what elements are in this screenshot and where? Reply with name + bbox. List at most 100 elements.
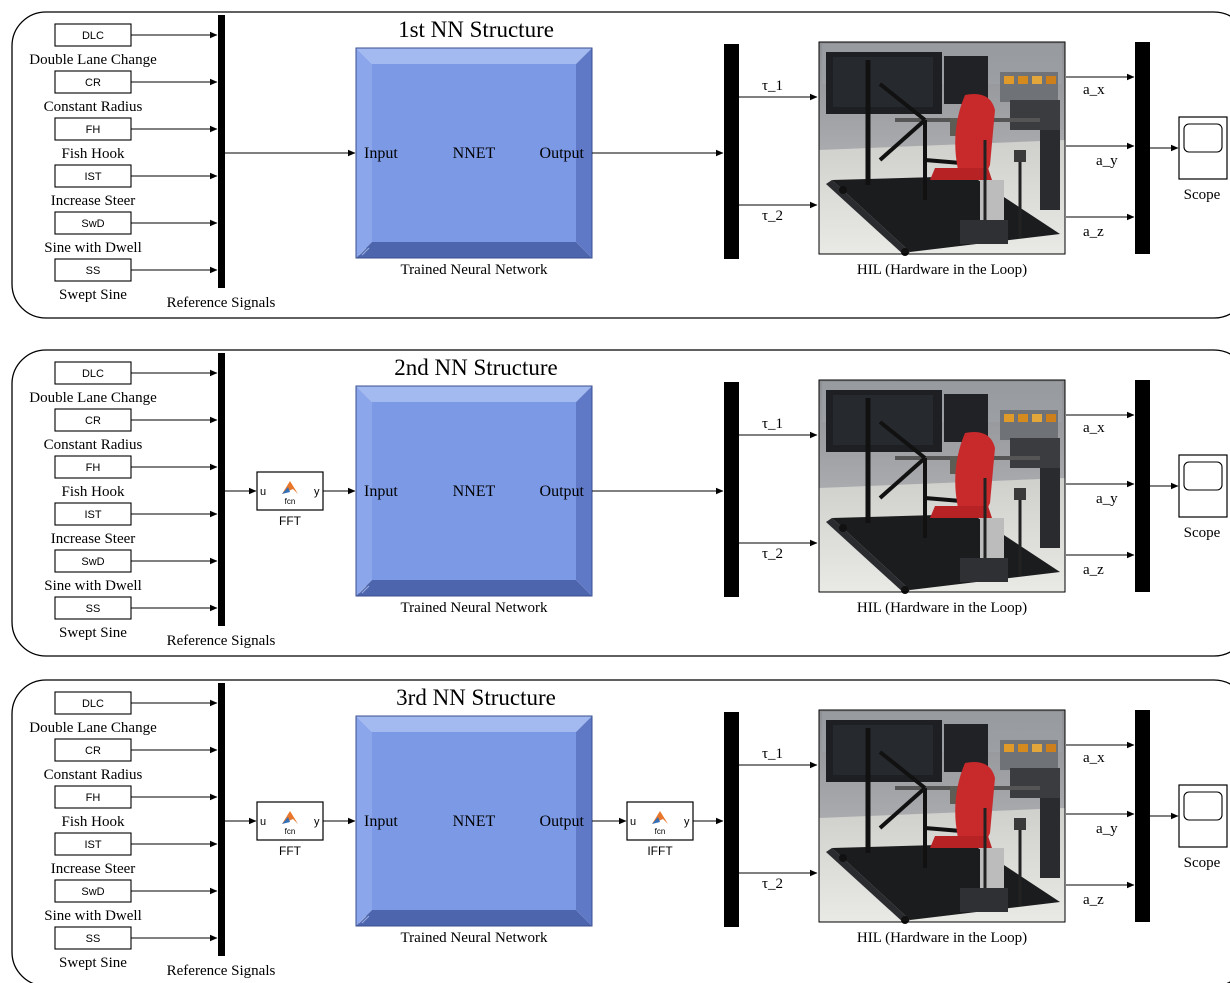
source-block-label: FH: [86, 124, 101, 136]
source-block-swd[interactable]: SwD: [54, 549, 218, 573]
panel-title: 3rd NN Structure: [396, 685, 556, 710]
torque-2-label: τ_2: [762, 876, 783, 892]
source-block-label: SwD: [81, 556, 104, 568]
hil-label: HIL (Hardware in the Loop): [857, 262, 1027, 278]
nnet-block[interactable]: Input NNET Output: [355, 385, 593, 597]
source-block-label: IST: [84, 509, 101, 521]
source-signal-name: Increase Steer: [51, 531, 136, 547]
nnet-label: Trained Neural Network: [401, 930, 548, 946]
source-block-label: IST: [84, 839, 101, 851]
source-block-fh[interactable]: FH: [54, 455, 218, 479]
torque-demux[interactable]: [724, 382, 739, 597]
nnet-input-port: Input: [364, 813, 398, 830]
mux-label: Reference Signals: [167, 963, 276, 979]
accel-x-label: a_x: [1083, 750, 1105, 766]
hil-label: HIL (Hardware in the Loop): [857, 600, 1027, 616]
fcn-name: fcn: [285, 497, 296, 506]
source-block-swd[interactable]: SwD: [54, 211, 218, 235]
torque-demux[interactable]: [724, 44, 739, 259]
source-block-cr[interactable]: CR: [54, 70, 218, 94]
source-signal-name: Constant Radius: [44, 767, 143, 783]
hil-photo[interactable]: [818, 379, 1066, 594]
source-signal-name: Fish Hook: [62, 814, 125, 830]
hil-photo[interactable]: [818, 709, 1066, 924]
source-block-cr[interactable]: CR: [54, 738, 218, 762]
source-block-cr[interactable]: CR: [54, 408, 218, 432]
nnet-block[interactable]: Input NNET Output: [355, 715, 593, 927]
source-block-fh[interactable]: FH: [54, 117, 218, 141]
source-signal-name: Double Lane Change: [29, 390, 157, 406]
scope-label: Scope: [1184, 187, 1221, 203]
acceleration-mux[interactable]: [1135, 710, 1150, 922]
fcn-in-port: u: [260, 486, 266, 498]
torque-demux[interactable]: [724, 712, 739, 927]
fcn-out-port: y: [314, 486, 320, 498]
acceleration-mux[interactable]: [1135, 42, 1150, 254]
source-block-label: SwD: [81, 886, 104, 898]
fcn-in-port: u: [260, 816, 266, 828]
panel-frame: [11, 349, 1230, 657]
source-block-ss[interactable]: SS: [54, 596, 218, 620]
fcn-label: FFT: [279, 844, 302, 858]
torque-1-label: τ_1: [762, 78, 783, 94]
source-signal-name: Sine with Dwell: [44, 240, 142, 256]
accel-y-label: a_y: [1096, 153, 1118, 169]
source-block-ist[interactable]: IST: [54, 164, 218, 188]
source-block-ss[interactable]: SS: [54, 926, 218, 950]
scope-block[interactable]: [1178, 784, 1228, 848]
source-signal-name: Swept Sine: [59, 625, 127, 641]
scope-block[interactable]: [1178, 454, 1228, 518]
source-block-label: SS: [86, 265, 101, 277]
accel-x-label: a_x: [1083, 420, 1105, 436]
nnet-input-port: Input: [364, 145, 398, 162]
source-signal-name: Sine with Dwell: [44, 908, 142, 924]
accel-y-label: a_y: [1096, 491, 1118, 507]
fcn-label: FFT: [279, 514, 302, 528]
source-block-label: DLC: [82, 368, 104, 380]
source-block-label: CR: [85, 745, 101, 757]
source-block-dlc[interactable]: DLC: [54, 23, 218, 47]
source-signal-name: Fish Hook: [62, 484, 125, 500]
torque-2-label: τ_2: [762, 546, 783, 562]
source-signal-name: Fish Hook: [62, 146, 125, 162]
reference-signals-mux[interactable]: [218, 683, 225, 956]
nnet-block[interactable]: Input NNET Output: [355, 47, 593, 259]
fcn-name: fcn: [285, 827, 296, 836]
nnet-label: Trained Neural Network: [401, 262, 548, 278]
source-block-label: SwD: [81, 218, 104, 230]
source-block-dlc[interactable]: DLC: [54, 691, 218, 715]
accel-z-label: a_z: [1083, 892, 1104, 908]
nnet-name: NNET: [453, 483, 496, 500]
accel-x-label: a_x: [1083, 82, 1105, 98]
nnet-name: NNET: [453, 813, 496, 830]
mux-label: Reference Signals: [167, 295, 276, 311]
scope-label: Scope: [1184, 855, 1221, 871]
source-block-dlc[interactable]: DLC: [54, 361, 218, 385]
nnet-label: Trained Neural Network: [401, 600, 548, 616]
source-block-fh[interactable]: FH: [54, 785, 218, 809]
reference-signals-mux[interactable]: [218, 15, 225, 288]
source-block-swd[interactable]: SwD: [54, 879, 218, 903]
source-signal-name: Increase Steer: [51, 861, 136, 877]
source-block-ist[interactable]: IST: [54, 502, 218, 526]
scope-block[interactable]: [1178, 116, 1228, 180]
nnet-output-port: Output: [540, 483, 585, 500]
panel-title: 2nd NN Structure: [394, 355, 558, 380]
source-block-label: FH: [86, 792, 101, 804]
torque-1-label: τ_1: [762, 416, 783, 432]
source-block-label: DLC: [82, 30, 104, 42]
hil-photo[interactable]: [818, 41, 1066, 256]
nnet-input-port: Input: [364, 483, 398, 500]
reference-signals-mux[interactable]: [218, 353, 225, 626]
source-block-ist[interactable]: IST: [54, 832, 218, 856]
acceleration-mux[interactable]: [1135, 380, 1150, 592]
source-block-ss[interactable]: SS: [54, 258, 218, 282]
nnet-output-port: Output: [540, 145, 585, 162]
